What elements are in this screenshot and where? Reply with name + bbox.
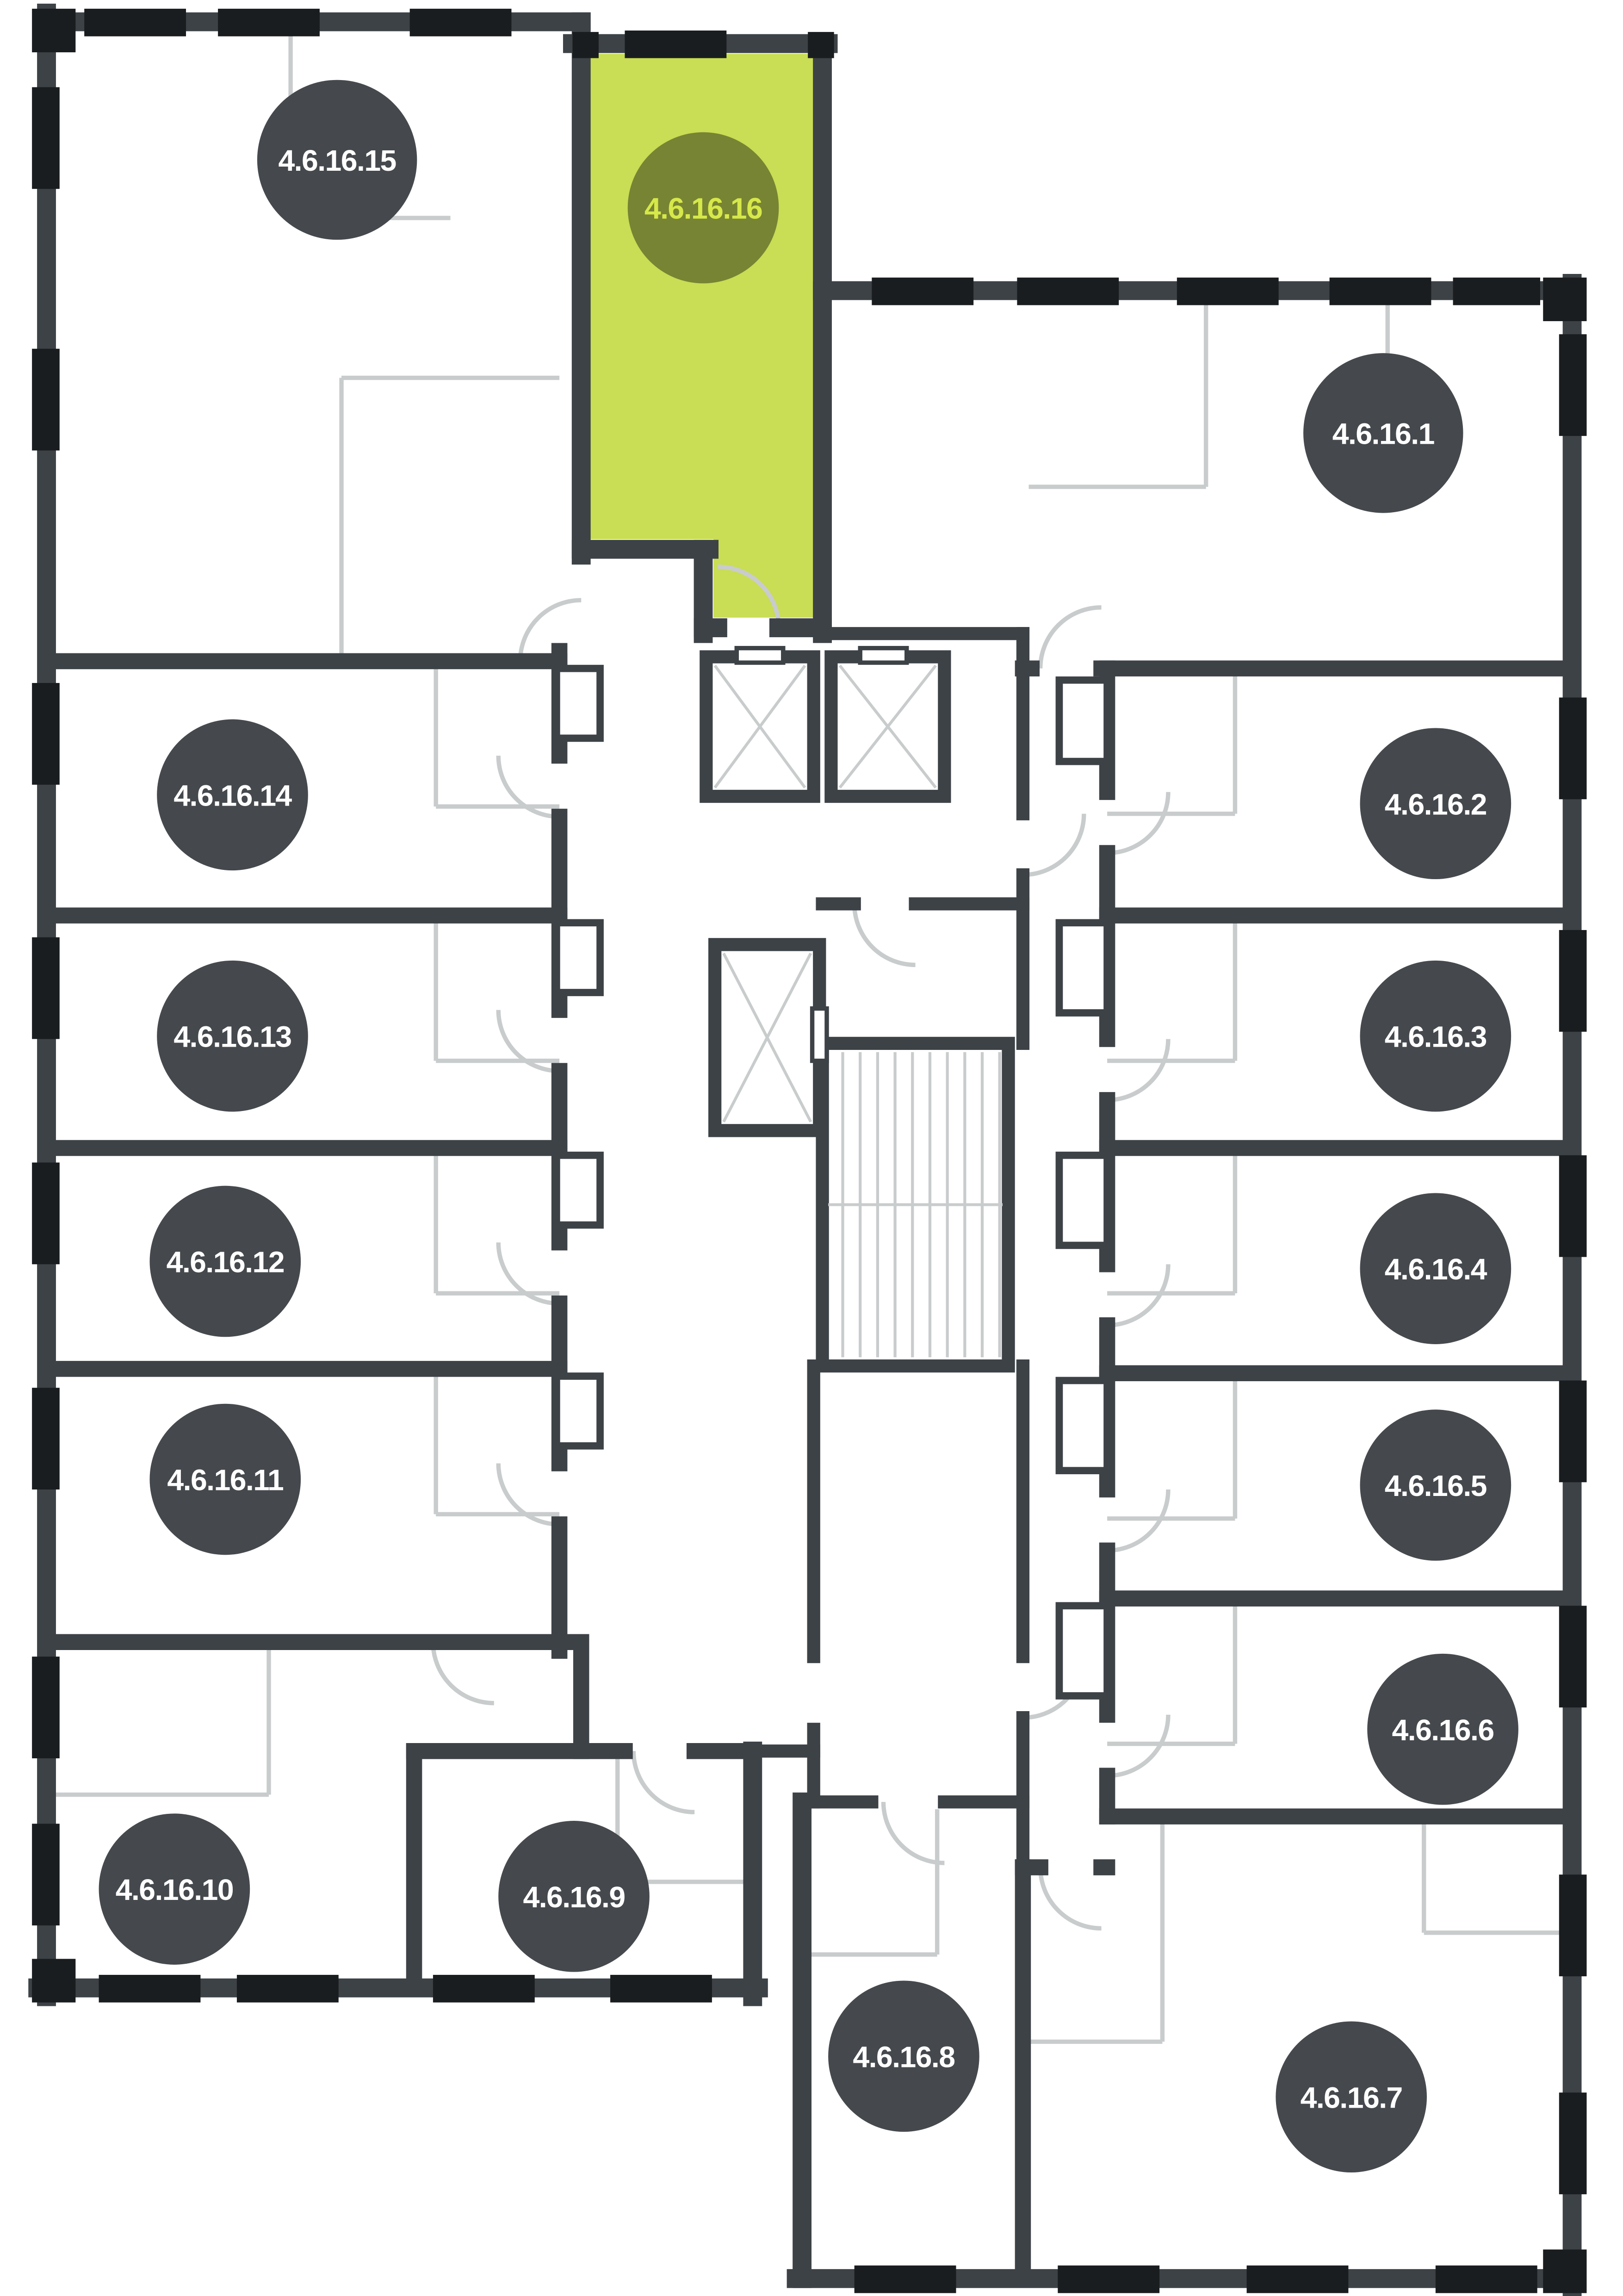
- unit-label: 4.6.16.4: [1385, 1253, 1487, 1286]
- unit-label: 4.6.16.10: [116, 1873, 233, 1906]
- unit-circle[interactable]: [1360, 960, 1511, 1112]
- partition-lines: [52, 29, 1573, 2044]
- unit-marker-4.6.16.13[interactable]: 4.6.16.13: [157, 960, 308, 1112]
- window-markers: [32, 8, 1587, 2293]
- unit-label: 4.6.16.2: [1385, 788, 1487, 821]
- unit-marker-4.6.16.2[interactable]: 4.6.16.2: [1360, 728, 1511, 880]
- unit-circle[interactable]: [257, 80, 417, 240]
- unit-circle[interactable]: [1360, 1193, 1511, 1344]
- unit-label: 4.6.16.1: [1332, 417, 1435, 450]
- unit-label: 4.6.16.16: [644, 192, 762, 225]
- unit-circle[interactable]: [1360, 728, 1511, 880]
- unit-label: 4.6.16.5: [1385, 1469, 1487, 1502]
- unit-marker-4.6.16.10[interactable]: 4.6.16.10: [99, 1813, 250, 1965]
- elevator-a: [700, 645, 820, 803]
- unit-circle[interactable]: [149, 1185, 301, 1337]
- elevator-b: [824, 645, 951, 803]
- unit-label: 4.6.16.6: [1392, 1713, 1493, 1747]
- unit-marker-4.6.16.3[interactable]: 4.6.16.3: [1360, 960, 1511, 1112]
- unit-markers: 4.6.16.15 4.6.16.16 4.6.16.1 4.6.16.14 4.6.1…: [99, 80, 1518, 2173]
- unit-marker-4.6.16.15[interactable]: 4.6.16.15: [257, 80, 417, 240]
- staircase: [816, 1036, 1015, 1373]
- unit-circle[interactable]: [1360, 1409, 1511, 1561]
- unit-marker-4.6.16.7[interactable]: 4.6.16.7: [1276, 2021, 1427, 2173]
- unit-circle[interactable]: [157, 719, 308, 871]
- unit-marker-4.6.16.11[interactable]: 4.6.16.11: [149, 1403, 301, 1555]
- unit-label: 4.6.16.9: [523, 1880, 625, 1914]
- unit-label: 4.6.16.11: [167, 1464, 284, 1497]
- unit-label: 4.6.16.13: [173, 1020, 291, 1054]
- shaft-boxes: [552, 664, 1111, 1700]
- unit-marker-4.6.16.12[interactable]: 4.6.16.12: [149, 1185, 301, 1337]
- unit-marker-4.6.16.6[interactable]: 4.6.16.6: [1367, 1653, 1518, 1805]
- unit-circle[interactable]: [498, 1821, 650, 1972]
- unit-marker-4.6.16.14[interactable]: 4.6.16.14: [157, 719, 308, 871]
- unit-label: 4.6.16.3: [1385, 1020, 1487, 1054]
- unit-label: 4.6.16.15: [278, 144, 396, 177]
- core-walls: [746, 627, 1030, 1874]
- unit-circle[interactable]: [828, 1980, 979, 2132]
- unit-marker-4.6.16.1[interactable]: 4.6.16.1: [1303, 353, 1463, 513]
- unit-marker-4.6.16.4[interactable]: 4.6.16.4: [1360, 1193, 1511, 1344]
- unit-circle[interactable]: [1367, 1653, 1518, 1805]
- unit-label: 4.6.16.8: [853, 2040, 954, 2073]
- unit-circle[interactable]: [1303, 353, 1463, 513]
- unit-marker-4.6.16.5[interactable]: 4.6.16.5: [1360, 1409, 1511, 1561]
- unit-label: 4.6.16.14: [173, 779, 292, 812]
- unit-circle[interactable]: [149, 1403, 301, 1555]
- unit-circle[interactable]: [157, 960, 308, 1112]
- unit-marker-4.6.16.16[interactable]: 4.6.16.16: [627, 132, 779, 284]
- unit-circle[interactable]: [1276, 2021, 1427, 2173]
- elevator-c: [708, 938, 829, 1137]
- unit-marker-4.6.16.9[interactable]: 4.6.16.9: [498, 1821, 650, 1972]
- unit-label: 4.6.16.12: [167, 1246, 284, 1279]
- unit-marker-4.6.16.8[interactable]: 4.6.16.8: [828, 1980, 979, 2132]
- unit-circle[interactable]: [99, 1813, 250, 1965]
- unit-circle[interactable]: [627, 132, 779, 284]
- unit-label: 4.6.16.7: [1301, 2081, 1402, 2114]
